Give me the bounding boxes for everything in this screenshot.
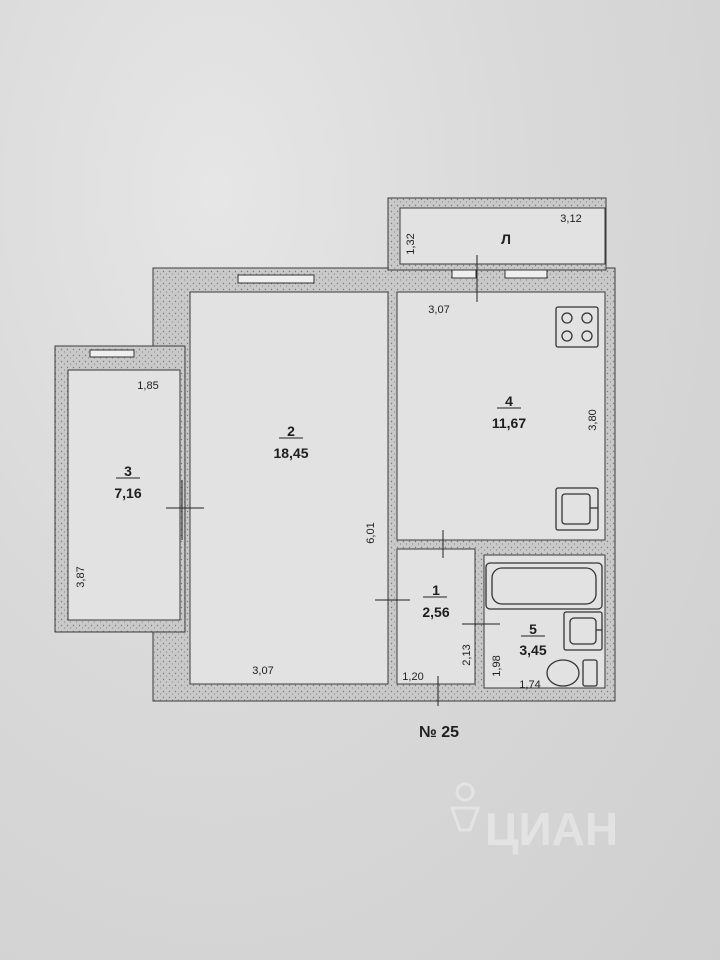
dim-living-width: 3,07 xyxy=(252,665,273,677)
window-kitchen-1 xyxy=(451,269,477,279)
room-4 xyxy=(396,291,606,541)
dim-living-length: 6,01 xyxy=(365,522,377,543)
watermark-text: ЦИАН xyxy=(485,803,618,855)
balcony-label: Л xyxy=(501,231,511,247)
room-3-number: 3 xyxy=(124,463,132,479)
door-marks xyxy=(116,255,545,706)
room-2-number: 2 xyxy=(287,423,295,439)
dim-kitchen-width: 3,07 xyxy=(428,304,449,316)
dim-hall-length: 2,13 xyxy=(461,644,473,665)
windows xyxy=(89,269,548,358)
room-1-area: 2,56 xyxy=(422,604,449,620)
dim-bath-width: 1,74 xyxy=(519,679,540,691)
bathtub-icon xyxy=(485,562,603,610)
window-loggia xyxy=(89,349,135,358)
room-5-area: 3,45 xyxy=(519,642,546,658)
room-4-number: 4 xyxy=(505,393,513,409)
dim-hall-width: 1,20 xyxy=(402,671,423,683)
room-balcony xyxy=(399,207,606,265)
dim-bath-depth: 1,98 xyxy=(491,655,503,676)
room-3 xyxy=(67,369,181,621)
window-living xyxy=(237,274,315,284)
apartment-number: № 25 xyxy=(419,724,459,741)
dim-kitchen-length: 3,80 xyxy=(587,409,599,430)
room-1-number: 1 xyxy=(432,582,440,598)
room-5 xyxy=(483,554,606,689)
room-4-area: 11,67 xyxy=(492,415,526,431)
room-1 xyxy=(396,548,476,685)
cian-watermark-logo: ЦИАН xyxy=(449,782,618,855)
room-3-area: 7,16 xyxy=(114,485,141,501)
room-2-area: 18,45 xyxy=(273,445,308,461)
dim-loggia-length: 3,87 xyxy=(75,566,87,587)
kitchen-sink-icon xyxy=(555,487,599,531)
stove-icon xyxy=(555,306,599,348)
toilet-icon xyxy=(546,659,598,687)
dim-balcony-depth: 1,32 xyxy=(405,233,417,254)
window-kitchen-2 xyxy=(504,269,548,279)
dim-loggia-width: 1,85 xyxy=(137,380,158,392)
room-5-number: 5 xyxy=(529,621,537,637)
room-2 xyxy=(189,291,389,685)
dim-balcony-width: 3,12 xyxy=(560,213,581,225)
bathroom-sink-icon xyxy=(563,611,603,651)
